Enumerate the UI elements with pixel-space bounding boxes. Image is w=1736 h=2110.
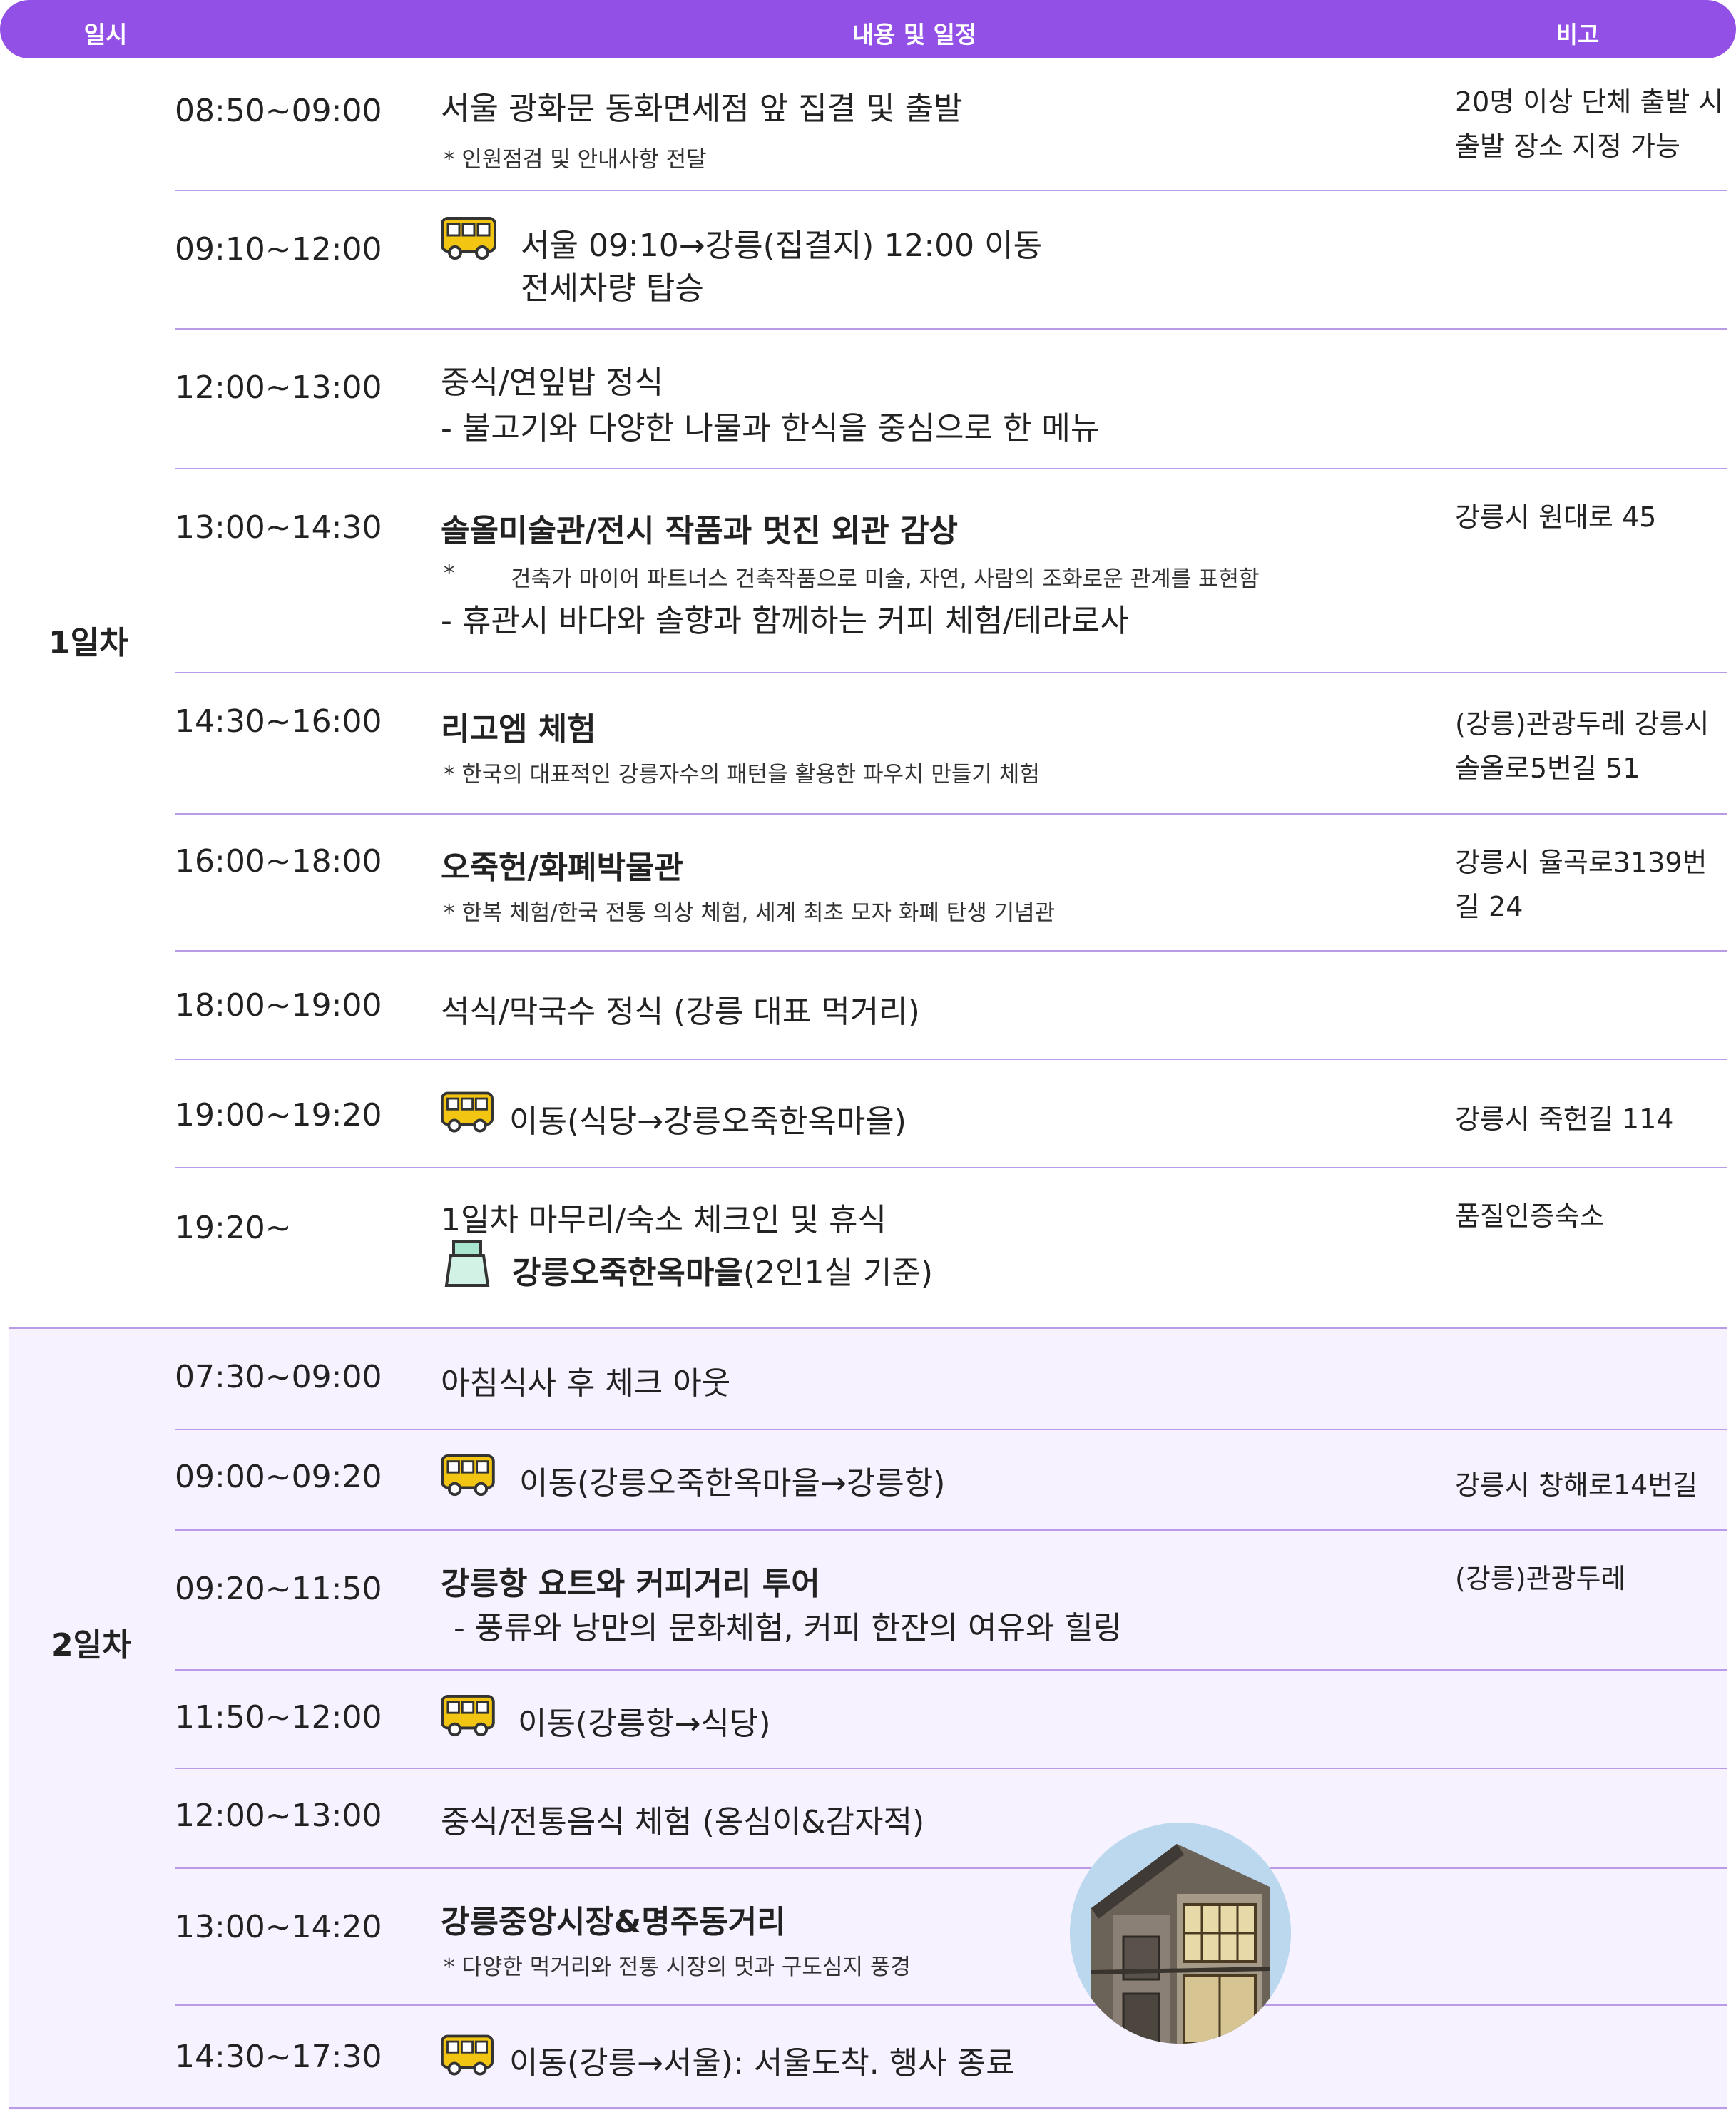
schedule-row: 09:10~12:00 서울 09:10→강릉(집결지) 12:00 이동 전세…	[0, 191, 1736, 330]
bus-icon	[441, 1454, 495, 1497]
day2-background	[9, 1327, 1727, 2110]
row-title: 이동(식당→강릉오죽한옥마을)	[509, 1104, 907, 1140]
schedule-row: 07:30~09:00 아침식사 후 체크 아웃	[0, 1329, 1736, 1430]
row-remark: 품질인증숙소	[1455, 1201, 1605, 1232]
header-content: 내용 및 일정	[852, 21, 977, 49]
row-title: 강릉항 요트와 커피거리 투어	[441, 1566, 820, 1602]
schedule-row: 14:30~17:30 이동(강릉→서울): 서울도착. 행사 종료	[0, 2006, 1736, 2107]
accommodation-name: 강릉오죽한옥마을	[512, 1255, 743, 1291]
row-remark: 강릉시 원대로 45	[1455, 501, 1657, 533]
row-title: 이동(강릉오죽한옥마을→강릉항)	[519, 1465, 946, 1502]
schedule-row: 12:00~13:00 중식/연잎밥 정식 - 불고기와 다양한 나물과 한식을…	[0, 330, 1736, 469]
row-divider	[175, 813, 1727, 815]
row-remark: 20명 이상 단체 출발 시 출발 장소 지정 가능	[1455, 86, 1724, 162]
row-time: 19:20~	[175, 1210, 292, 1246]
row-title: 석식/막국수 정식 (강릉 대표 먹거리)	[441, 994, 920, 1030]
row-title: 솔올미술관/전시 작품과 멋진 외관 감상	[441, 513, 959, 549]
row-note: * 인원점검 및 안내사항 전달	[444, 147, 707, 173]
row-divider	[175, 328, 1727, 330]
row-time: 12:00~13:00	[175, 1798, 382, 1834]
schedule-row: 18:00~19:00 석식/막국수 정식 (강릉 대표 먹거리)	[0, 952, 1736, 1060]
row-title: 중식/연잎밥 정식	[441, 365, 664, 401]
row-time: 09:20~11:50	[175, 1571, 382, 1607]
row-divider	[175, 468, 1727, 469]
row-time: 14:30~16:00	[175, 703, 382, 740]
row-subtext: - 풍류와 낭만의 문화체험, 커피 한잔의 여유와 힐링	[454, 1610, 1123, 1646]
row-title: 이동(강릉항→식당)	[518, 1706, 771, 1742]
row-subtext: - 휴관시 바다와 솔향과 함께하는 커피 체험/테라로사	[441, 603, 1129, 639]
table-bottom-border	[9, 2107, 1727, 2109]
bus-icon	[441, 217, 496, 260]
row-divider	[175, 950, 1727, 952]
row-divider	[175, 1669, 1727, 1671]
row-title: 아침식사 후 체크 아웃	[441, 1365, 731, 1402]
day-separator	[9, 1327, 1727, 1329]
row-title: 서울 광화문 동화면세점 앞 집결 및 출발	[441, 91, 963, 127]
row-time: 14:30~17:30	[175, 2039, 382, 2075]
row-title: 서울 09:10→강릉(집결지) 12:00 이동	[521, 228, 1043, 264]
row-title: 중식/전통음식 체험 (옹심이&감자적)	[441, 1804, 925, 1840]
schedule-header: 일시 내용 및 일정 비고	[0, 0, 1736, 58]
day-label-1: 1일차	[48, 625, 128, 661]
header-date: 일시	[83, 21, 128, 49]
bus-icon	[441, 2034, 494, 2076]
schedule-row: 13:00~14:30 솔올미술관/전시 작품과 멋진 외관 감상 * 건축가 …	[0, 469, 1736, 673]
schedule-row: 13:00~14:20 강릉중앙시장&명주동거리 * 다양한 먹거리와 전통 시…	[0, 1869, 1736, 2006]
bus-icon	[441, 1695, 495, 1737]
row-time: 18:00~19:00	[175, 987, 382, 1024]
row-divider	[175, 1059, 1727, 1060]
row-title: 1일차 마무리/숙소 체크인 및 휴식	[441, 1202, 887, 1238]
room-info: (2인1실 기준)	[742, 1255, 934, 1291]
row-title: 이동(강릉→서울): 서울도착. 행사 종료	[509, 2045, 1015, 2081]
schedule-row: 12:00~13:00 중식/전통음식 체험 (옹심이&감자적)	[0, 1769, 1736, 1869]
row-divider	[175, 1768, 1727, 1769]
row-divider	[175, 672, 1727, 673]
row-divider	[175, 2004, 1727, 2006]
row-divider	[175, 1529, 1727, 1531]
row-divider	[175, 1167, 1727, 1168]
row-note: * 한국의 대표적인 강릉자수의 패턴을 활용한 파우치 만들기 체험	[444, 762, 1040, 788]
row-title: 강릉중앙시장&명주동거리	[441, 1904, 786, 1940]
row-time: 08:50~09:00	[175, 93, 382, 129]
row-note: * 한복 체험/한국 전통 의상 체험, 세계 최초 모자 화폐 탄생 기념관	[444, 900, 1056, 926]
row-subtext: - 불고기와 다양한 나물과 한식을 중심으로 한 메뉴	[441, 410, 1100, 447]
schedule-row: 11:50~12:00 이동(강릉항→식당)	[0, 1671, 1736, 1769]
schedule-row: 19:20~ 1일차 마무리/숙소 체크인 및 휴식 강릉오죽한옥마을(2인1실…	[0, 1168, 1736, 1327]
header-note: 비고	[1556, 21, 1600, 49]
row-divider	[175, 1867, 1727, 1869]
row-title-line2: 강릉오죽한옥마을(2인1실 기준)	[512, 1247, 933, 1293]
row-note-star: *	[444, 561, 455, 586]
row-time: 13:00~14:20	[175, 1909, 382, 1945]
row-note: 건축가 마이어 파트너스 건축작품으로 미술, 자연, 사람의 조화로운 관계를…	[511, 566, 1260, 592]
row-divider	[175, 1429, 1727, 1430]
row-time: 19:00~19:20	[175, 1097, 382, 1133]
schedule-row: 09:00~09:20 이동(강릉오죽한옥마을→강릉항) 강릉시 창해로14번길	[0, 1430, 1736, 1531]
day-label-2: 2일차	[51, 1627, 131, 1663]
bed-icon	[444, 1240, 490, 1287]
schedule-row: 16:00~18:00 오죽헌/화폐박물관 * 한복 체험/한국 전통 의상 체…	[0, 815, 1736, 952]
schedule-row: 19:00~19:20 이동(식당→강릉오죽한옥마을) 강릉시 죽헌길 114	[0, 1060, 1736, 1168]
building-photo	[1070, 1823, 1291, 2044]
row-title-line2: 전세차량 탑승	[521, 270, 704, 307]
schedule-row: 08:50~09:00 서울 광화문 동화면세점 앞 집결 및 출발 * 인원점…	[0, 58, 1736, 191]
row-time: 16:00~18:00	[175, 843, 382, 880]
row-time: 07:30~09:00	[175, 1359, 382, 1395]
schedule-row: 09:20~11:50 강릉항 요트와 커피거리 투어 - 풍류와 낭만의 문화…	[0, 1531, 1736, 1671]
row-remark: (강릉)관광두레	[1455, 1563, 1626, 1594]
row-time: 11:50~12:00	[175, 1699, 382, 1736]
row-time: 09:00~09:20	[175, 1459, 382, 1495]
row-remark: 강릉시 죽헌길 114	[1455, 1104, 1674, 1135]
schedule-row: 14:30~16:00 리고엠 체험 * 한국의 대표적인 강릉자수의 패턴을 …	[0, 673, 1736, 815]
row-remark: 강릉시 율곡로3139번길 24	[1455, 847, 1707, 922]
row-title: 리고엠 체험	[441, 711, 596, 748]
row-time: 12:00~13:00	[175, 369, 382, 406]
row-time: 13:00~14:30	[175, 509, 382, 546]
row-divider	[175, 190, 1727, 191]
row-note: * 다양한 먹거리와 전통 시장의 멋과 구도심지 풍경	[444, 1954, 911, 1980]
bus-icon	[441, 1091, 494, 1133]
row-title: 오죽헌/화폐박물관	[441, 850, 683, 886]
row-remark: (강릉)관광두레 강릉시 솔올로5번길 51	[1455, 708, 1710, 784]
row-time: 09:10~12:00	[175, 231, 382, 267]
row-remark: 강릉시 창해로14번길	[1455, 1469, 1698, 1501]
